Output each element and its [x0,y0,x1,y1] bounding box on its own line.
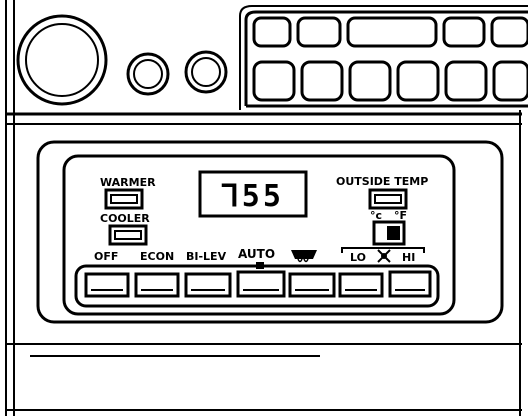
bi-lev-button[interactable] [184,272,232,298]
temperature-readout: ⅂55 [221,179,284,214]
climate-panel-bezel [36,140,504,324]
radio-top-button-3[interactable] [346,16,438,48]
radio-top-button-5[interactable] [490,16,528,48]
warmer-button[interactable] [104,188,144,210]
cooler-label: COOLER [100,212,150,225]
off-button[interactable] [84,272,130,298]
outside-temp-button[interactable] [368,188,408,210]
radio-top-button-4[interactable] [442,16,486,48]
large-knob[interactable] [16,14,108,106]
radio-bottom-button-6[interactable] [492,60,528,102]
fahrenheit-label: °F [394,209,407,222]
small-knob-right[interactable] [184,50,228,94]
hi-label: HI [402,251,415,264]
radio-top-button-1[interactable] [252,16,292,48]
defrost-button[interactable] [288,272,336,298]
fan-speed-bracket [341,247,425,253]
bi-lev-label: BI-LEV [186,250,227,263]
radio-bottom-button-4[interactable] [396,60,440,102]
radio-button-panel [239,5,528,110]
radio-bottom-button-5[interactable] [444,60,488,102]
cooler-button[interactable] [108,224,148,246]
defrost-icon [291,250,317,263]
radio-bottom-button-3[interactable] [348,60,392,102]
celsius-label: °c [370,209,382,222]
unit-toggle-button[interactable] [372,220,406,246]
mode-button-row [74,264,440,308]
small-knob-left[interactable] [126,52,170,96]
radio-bottom-button-2[interactable] [300,60,344,102]
radio-preset-buttons-top [252,16,528,48]
outside-temp-label: OUTSIDE TEMP [336,175,428,188]
temperature-display: ⅂55 [198,170,308,218]
fan-hi-button[interactable] [388,270,432,298]
fan-lo-button[interactable] [338,272,384,298]
warmer-label: WARMER [100,176,156,189]
auto-button[interactable] [236,270,286,298]
econ-button[interactable] [134,272,180,298]
lo-label: LO [350,251,366,264]
fan-icon [377,249,391,263]
radio-top-button-2[interactable] [296,16,342,48]
dashboard-frame [5,0,522,416]
radio-bottom-button-1[interactable] [252,60,296,102]
off-label: OFF [94,250,118,263]
radio-preset-buttons-bottom [252,60,528,102]
auto-label: AUTO [238,247,275,261]
econ-label: ECON [140,250,174,263]
